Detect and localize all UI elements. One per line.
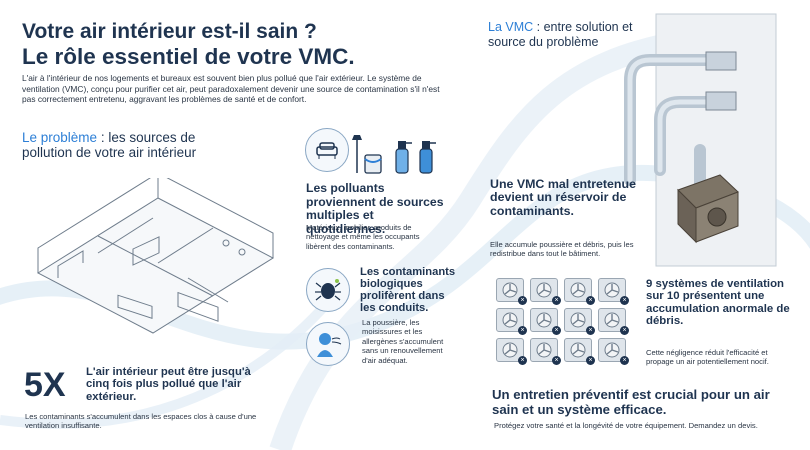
debris-x-icon: ×	[586, 296, 595, 305]
lamp-icon	[352, 135, 362, 173]
fan-unit-icon: ×	[496, 278, 527, 305]
debris-x-icon: ×	[586, 356, 595, 365]
vmc-heading-rest: : entre solution et source du problème	[488, 20, 633, 49]
debris-x-icon: ×	[552, 356, 561, 365]
sofa-icon-circle	[305, 128, 349, 172]
spray-bottle-icon	[395, 141, 412, 174]
debris-x-icon: ×	[620, 326, 629, 335]
reservoir-title: Une VMC mal entretenue devient un réserv…	[490, 177, 636, 218]
vmc-duct-illustration	[624, 13, 777, 267]
apartment-illustration	[36, 178, 275, 334]
debris-x-icon: ×	[518, 356, 527, 365]
title-line-1: Votre air intérieur est-il sain ?	[22, 20, 317, 43]
breathing-person-icon	[317, 333, 342, 357]
nine-of-ten-text: Cette négligence réduit l'efficacité et …	[646, 348, 769, 367]
fan-unit-icon: ×	[598, 308, 629, 335]
nine-of-ten-title: 9 systèmes de ventilation sur 10 présent…	[646, 278, 790, 327]
cleaning-products-icons	[352, 135, 436, 174]
breathing-person-icon-circle	[306, 322, 350, 366]
mite-icon	[315, 279, 341, 301]
debris-x-icon: ×	[552, 326, 561, 335]
footer-text: Protégez votre santé et la longévité de …	[494, 421, 758, 430]
pollutants-title: Les polluants proviennent de sources mul…	[306, 181, 444, 236]
fan-unit-icon: ×	[564, 308, 595, 335]
debris-x-icon: ×	[620, 356, 629, 365]
footer-title: Un entretien préventif est crucial pour …	[492, 387, 770, 417]
contaminants-title: Les contaminants biologiques prolifèrent…	[360, 266, 456, 314]
fan-unit-icon: ×	[564, 338, 595, 365]
debris-x-icon: ×	[518, 326, 527, 335]
contaminants-text: La poussière, les moisissures et les all…	[362, 318, 444, 365]
fan-unit-grid: × × × × × × × × × × × ×	[496, 278, 629, 368]
paint-can-icon	[364, 154, 382, 174]
problem-heading-rest: : les sources de pollution de votre air …	[22, 130, 197, 160]
page-title: Votre air intérieur est-il sain ? Le rôl…	[22, 20, 355, 69]
problem-heading-accent: Le problème	[22, 130, 98, 145]
debris-x-icon: ×	[586, 326, 595, 335]
title-line-2: Le rôle essentiel de votre VMC.	[22, 44, 355, 69]
debris-x-icon: ×	[620, 296, 629, 305]
vmc-heading: La VMC : entre solution et source du pro…	[488, 20, 658, 50]
fan-unit-icon: ×	[598, 338, 629, 365]
fan-unit-icon: ×	[530, 338, 561, 365]
five-x-figure: 5X	[24, 366, 66, 404]
pollutants-text: Matériaux, mobilier, produits de nettoya…	[306, 223, 420, 251]
problem-heading: Le problème : les sources de pollution d…	[22, 130, 212, 160]
fan-unit-icon: ×	[496, 338, 527, 365]
fan-unit-icon: ×	[530, 308, 561, 335]
debris-x-icon: ×	[518, 296, 527, 305]
fan-unit-icon: ×	[496, 308, 527, 335]
fan-unit-icon: ×	[564, 278, 595, 305]
debris-x-icon: ×	[552, 296, 561, 305]
spray-bottle-icon-2	[419, 141, 436, 174]
five-x-title: L'air intérieur peut être jusqu'à cinq f…	[86, 366, 251, 403]
fan-unit-icon: ×	[598, 278, 629, 305]
five-x-text: Les contaminants s'accumulent dans les e…	[25, 412, 257, 431]
vmc-heading-accent: La VMC	[488, 20, 534, 34]
reservoir-text: Elle accumule poussière et débris, puis …	[490, 240, 634, 259]
fan-unit-icon: ×	[530, 278, 561, 305]
mite-icon-circle	[306, 268, 350, 312]
sofa-icon	[316, 142, 338, 159]
intro-text: L'air à l'intérieur de nos logements et …	[22, 73, 440, 105]
